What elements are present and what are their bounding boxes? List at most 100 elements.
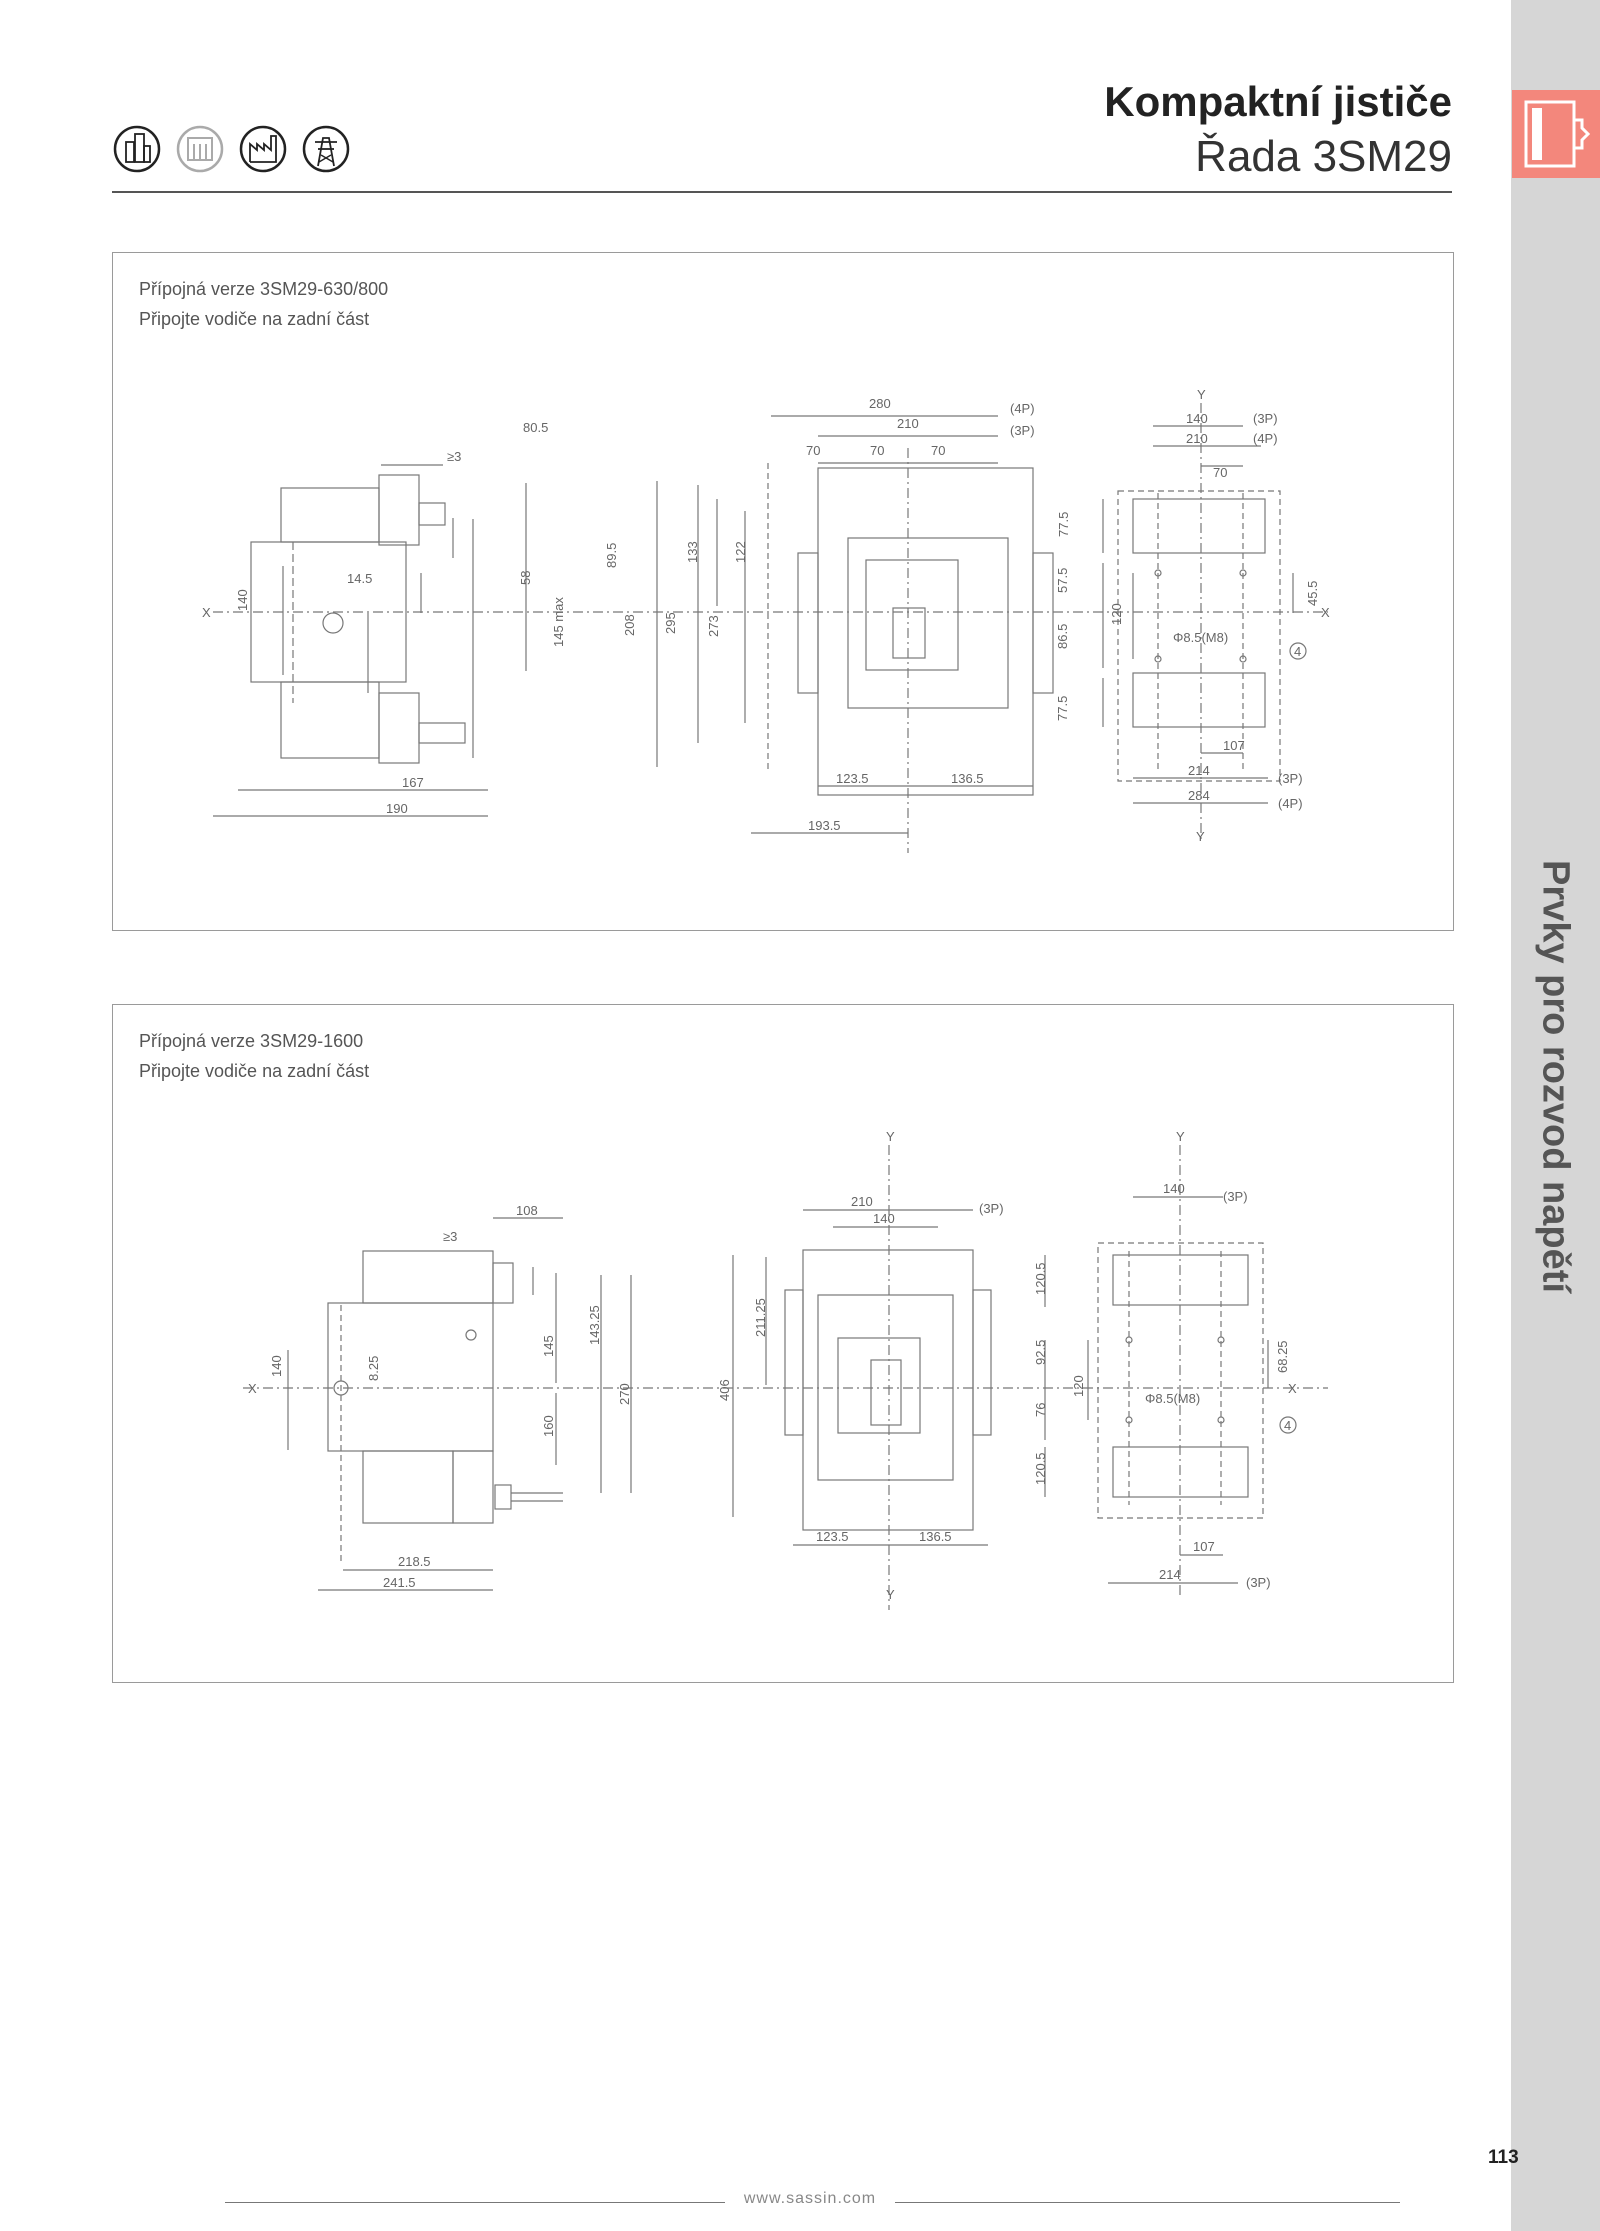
cabinet-icon — [176, 125, 224, 173]
dim-holes-14: 284 — [1188, 788, 1210, 803]
dim-side-3: 140 — [235, 589, 250, 611]
dim-front-6: 295 — [663, 612, 678, 634]
dim-holes-12: 107 — [1223, 738, 1245, 753]
page-subtitle: Řada 3SM29 — [1195, 132, 1452, 181]
section-tab[interactable] — [1512, 90, 1600, 178]
dim-front-4: 406 — [717, 1379, 732, 1401]
factory-icon — [239, 125, 287, 173]
dim-side-5: 145 — [541, 1335, 556, 1357]
dim-holes-4: 120 — [1071, 1375, 1086, 1397]
dim-front-9: 273 — [706, 615, 721, 637]
dim-holes-2: 120.5 — [1033, 1262, 1048, 1295]
dim-front-8: 122 — [733, 541, 748, 563]
dim-front-3: 211.25 — [753, 1298, 768, 1337]
dim-front-1: 210 — [851, 1194, 873, 1209]
dim-holes-14-note: (4P) — [1278, 796, 1303, 811]
dim-front-4: 70 — [870, 443, 884, 458]
dimension-drawing-1600: X X 108 ≥3 140 8.25 145 143.25 270 160 2… — [243, 1129, 1328, 1610]
dim-front-1: 280 — [869, 396, 891, 411]
axis-x-right-label: X — [1288, 1381, 1297, 1396]
dim-holes-1: 140 — [1186, 411, 1208, 426]
dimension-drawing-630-800: X X 80.5 ≥3 140 14.5 58 89.5 145 max 208… — [202, 387, 1330, 853]
dim-holes-1-note: (3P) — [1253, 411, 1278, 426]
dim-front-12: 193.5 — [808, 818, 841, 833]
panel-caption-note: Připojte vodiče na zadní část — [139, 1061, 370, 1081]
dim-holes-2: 210 — [1186, 431, 1208, 446]
dim-holes-1-note: (3P) — [1223, 1189, 1248, 1204]
axis-y-top-label: Y — [886, 1129, 895, 1144]
building-icon — [113, 125, 161, 173]
dim-holes-10: Φ8.5(M8) — [1173, 630, 1228, 645]
dim-front-2: 140 — [873, 1211, 895, 1226]
dim-holes-4: 77.5 — [1056, 512, 1071, 537]
transmission-tower-icon — [302, 125, 350, 173]
page-title: Kompaktní jističe — [1104, 78, 1452, 125]
dim-side-5: 58 — [518, 571, 533, 585]
dim-holes-3: 92.5 — [1033, 1340, 1048, 1365]
dim-side-10: 241.5 — [383, 1575, 416, 1590]
drawing-panel-1600: Přípojná verze 3SM29-1600 Připojte vodič… — [112, 1004, 1454, 1683]
dim-side-2: ≥3 — [447, 449, 461, 464]
dim-side-6: 89.5 — [604, 543, 619, 568]
dim-side-1: 80.5 — [523, 420, 548, 435]
dim-holes-13: 214 — [1188, 763, 1210, 778]
dim-holes-6: 68.25 — [1275, 1340, 1290, 1373]
dim-side-8: 208 — [622, 614, 637, 636]
dim-holes-9: 4 — [1284, 1418, 1291, 1433]
dim-holes-7: 120 — [1109, 603, 1124, 625]
dim-side-7: 270 — [617, 1383, 632, 1405]
dim-holes-11: 4 — [1294, 644, 1301, 659]
dim-front-7: 133 — [685, 541, 700, 563]
dim-side-2: ≥3 — [443, 1229, 457, 1244]
dim-side-3: 140 — [269, 1355, 284, 1377]
dim-front-2: 210 — [897, 416, 919, 431]
dim-holes-10: 107 — [1193, 1539, 1215, 1554]
sidebar-label: Prvky pro rozvod napětí — [1534, 860, 1577, 1293]
dim-side-6: 143.25 — [587, 1305, 602, 1345]
dim-side-1: 108 — [516, 1203, 538, 1218]
drawing-panel-630-800: Přípojná verze 3SM29-630/800 Připojte vo… — [112, 252, 1454, 931]
dim-side-10: 190 — [386, 801, 408, 816]
dim-front-1-note: (4P) — [1010, 401, 1035, 416]
axis-y-holes-label: Y — [1176, 1129, 1185, 1144]
breaker-icon — [1524, 100, 1591, 168]
dim-holes-5: 76 — [1033, 1403, 1048, 1417]
dim-front-10: 123.5 — [836, 771, 869, 786]
dim-holes-6: 86.5 — [1055, 624, 1070, 649]
dim-holes-3: 70 — [1213, 465, 1227, 480]
dim-front-5: 70 — [931, 443, 945, 458]
dim-holes-13-note: (3P) — [1278, 771, 1303, 786]
dim-holes-11-note: (3P) — [1246, 1575, 1271, 1590]
dim-side-7: 145 max — [551, 597, 566, 647]
dim-side-9: 218.5 — [398, 1554, 431, 1569]
footer-rule-left — [225, 2202, 725, 2203]
axis-y-bottom-label: Y — [886, 1587, 895, 1602]
dim-holes-9: 77.5 — [1055, 696, 1070, 721]
header-divider — [112, 191, 1452, 193]
dim-side-4: 8.25 — [366, 1356, 381, 1381]
panel-caption-note: Připojte vodiče na zadní část — [139, 309, 370, 329]
application-icons — [112, 122, 362, 176]
dim-holes-1: 140 — [1163, 1181, 1185, 1196]
dim-side-4: 14.5 — [347, 571, 372, 586]
panel-caption-title: Přípojná verze 3SM29-630/800 — [139, 279, 389, 299]
dim-front-1-note: (3P) — [979, 1201, 1004, 1216]
dim-holes-11: 214 — [1159, 1567, 1181, 1582]
dim-front-3: 70 — [806, 443, 820, 458]
dim-front-5: 123.5 — [816, 1529, 849, 1544]
footer-rule-right — [895, 2202, 1400, 2203]
dim-holes-8: Φ8.5(M8) — [1145, 1391, 1200, 1406]
dim-holes-7: 120.5 — [1033, 1452, 1048, 1485]
axis-x-right-label: X — [1321, 605, 1330, 620]
dim-side-9: 167 — [402, 775, 424, 790]
axis-y-bottom-label: Y — [1196, 829, 1205, 844]
dim-holes-2-note: (4P) — [1253, 431, 1278, 446]
panel-caption-title: Přípojná verze 3SM29-1600 — [139, 1031, 364, 1051]
dim-front-11: 136.5 — [951, 771, 984, 786]
sidebar — [1511, 0, 1600, 2231]
axis-x-left-label: X — [248, 1381, 257, 1396]
footer-url[interactable]: www.sassin.com — [743, 2190, 877, 2207]
dim-front-2-note: (3P) — [1010, 423, 1035, 438]
dim-front-6: 136.5 — [919, 1529, 952, 1544]
dim-side-8: 160 — [541, 1415, 556, 1437]
